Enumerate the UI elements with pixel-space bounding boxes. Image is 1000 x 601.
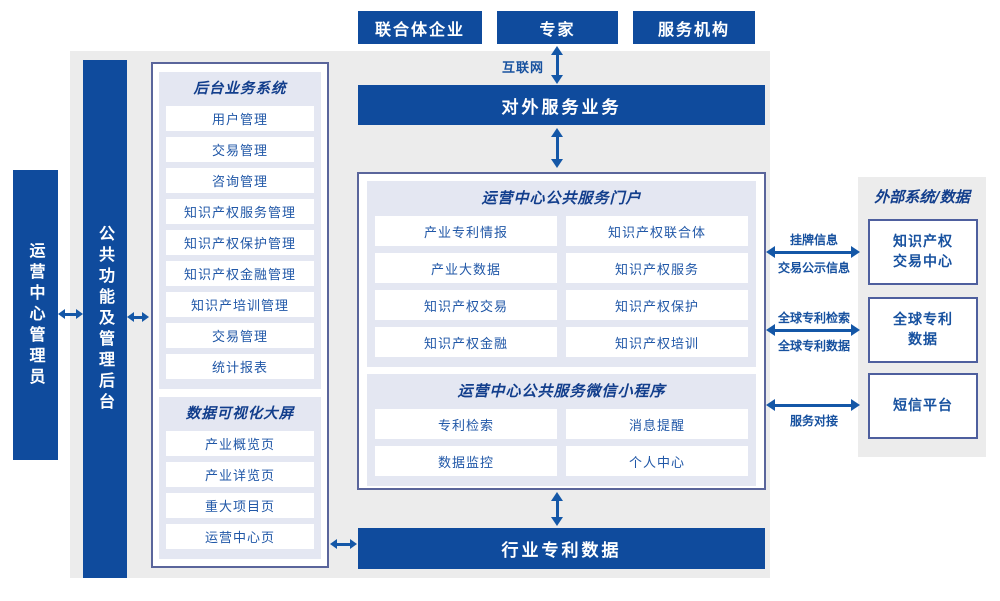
- double-arrow-panel-industry: [330, 539, 357, 549]
- link-label-listing-info: 挂牌信息: [789, 233, 838, 247]
- double-arrow-admin-backend: [58, 309, 83, 319]
- double-arrow-internet: [551, 46, 563, 84]
- external-system-sms-platform: 短信平台: [868, 373, 978, 439]
- grid-item: 知识产权联合体: [566, 216, 748, 246]
- actor-box-expert: 专家: [497, 11, 618, 44]
- ext-box-line: 交易中心: [893, 254, 953, 270]
- public-service-panel: 运营中心公共服务门户 产业专利情报 知识产权联合体 产业大数据 知识产权服务 知…: [357, 172, 766, 490]
- grid-item: 产业专利情报: [375, 216, 557, 246]
- link-label-global-patent-search: 全球专利检索: [777, 311, 850, 325]
- grid-item: 消息提醒: [566, 409, 748, 439]
- list-item: 重大项目页: [166, 493, 314, 518]
- list-item: 知识产权服务管理: [166, 199, 314, 224]
- miniprogram-title: 运营中心公共服务微信小程序: [457, 382, 666, 400]
- dashboard-section: 数据可视化大屏 产业概览页 产业详览页 重大项目页 运营中心页: [159, 397, 321, 559]
- double-arrow-ip-trading: [766, 246, 860, 258]
- grid-item: 知识产权保护: [566, 290, 748, 320]
- double-arrow-global-patent: [766, 324, 860, 336]
- link-label-global-patent-data: 全球专利数据: [777, 339, 850, 353]
- list-item: 产业详览页: [166, 462, 314, 487]
- list-item: 知识产权金融管理: [166, 261, 314, 286]
- miniprogram-grid: 专利检索 消息提醒 数据监控 个人中心: [375, 409, 748, 476]
- double-arrow-backend-panel: [127, 312, 149, 322]
- grid-item: 知识产权交易: [375, 290, 557, 320]
- portal-title: 运营中心公共服务门户: [481, 189, 642, 207]
- list-item: 运营中心页: [166, 524, 314, 549]
- grid-item: 知识产权服务: [566, 253, 748, 283]
- public-functions-backend-bar: 公共功能及管理后台: [83, 60, 127, 578]
- link-label-service-docking: 服务对接: [789, 414, 838, 428]
- link-label-trade-publicity-info: 交易公示信息: [777, 261, 850, 275]
- grid-item: 个人中心: [566, 446, 748, 476]
- dashboard-list: 产业概览页 产业详览页 重大项目页 运营中心页: [166, 431, 314, 549]
- external-systems-title: 外部系统/数据: [874, 188, 970, 206]
- grid-item: 知识产权金融: [375, 327, 557, 357]
- ext-box-line: 数据: [908, 332, 938, 348]
- list-item: 咨询管理: [166, 168, 314, 193]
- list-item: 交易管理: [166, 137, 314, 162]
- internet-label: 互联网: [501, 61, 544, 76]
- miniprogram-section: 运营中心公共服务微信小程序 专利检索 消息提醒 数据监控 个人中心: [367, 374, 756, 486]
- list-item: 交易管理: [166, 323, 314, 348]
- portal-section: 运营中心公共服务门户 产业专利情报 知识产权联合体 产业大数据 知识产权服务 知…: [367, 181, 756, 367]
- double-arrow-sms: [766, 399, 860, 411]
- grid-item: 知识产权培训: [566, 327, 748, 357]
- backend-business-list: 用户管理 交易管理 咨询管理 知识产权服务管理 知识产权保护管理 知识产权金融管…: [166, 106, 314, 379]
- dashboard-title: 数据可视化大屏: [185, 406, 295, 422]
- list-item: 产业概览页: [166, 431, 314, 456]
- ext-box-line: 短信平台: [893, 397, 953, 414]
- double-arrow-service-portal: [551, 128, 563, 168]
- list-item: 用户管理: [166, 106, 314, 131]
- list-item: 知识产权保护管理: [166, 230, 314, 255]
- grid-item: 专利检索: [375, 409, 557, 439]
- ext-box-line: 全球专利: [893, 311, 953, 328]
- list-item: 知识产培训管理: [166, 292, 314, 317]
- list-item: 统计报表: [166, 354, 314, 379]
- external-system-ip-trading-center: 知识产权 交易中心: [868, 219, 978, 285]
- industry-patent-data-bar: 行业专利数据: [358, 528, 765, 569]
- operations-admin-bar: 运营中心管理员: [13, 170, 58, 460]
- actor-box-service-agency: 服务机构: [633, 11, 755, 44]
- double-arrow-industry-data: [551, 492, 563, 526]
- portal-grid: 产业专利情报 知识产权联合体 产业大数据 知识产权服务 知识产权交易 知识产权保…: [375, 216, 748, 357]
- external-system-global-patent-data: 全球专利 数据: [868, 297, 978, 363]
- backend-business-section: 后台业务系统 用户管理 交易管理 咨询管理 知识产权服务管理 知识产权保护管理 …: [159, 72, 321, 389]
- actor-box-consortium-enterprise: 联合体企业: [358, 11, 482, 44]
- external-service-bar: 对外服务业务: [358, 85, 765, 125]
- backend-panel: 后台业务系统 用户管理 交易管理 咨询管理 知识产权服务管理 知识产权保护管理 …: [151, 62, 329, 568]
- backend-business-title: 后台业务系统: [193, 81, 287, 97]
- grid-item: 数据监控: [375, 446, 557, 476]
- grid-item: 产业大数据: [375, 253, 557, 283]
- ext-box-line: 知识产权: [893, 233, 953, 250]
